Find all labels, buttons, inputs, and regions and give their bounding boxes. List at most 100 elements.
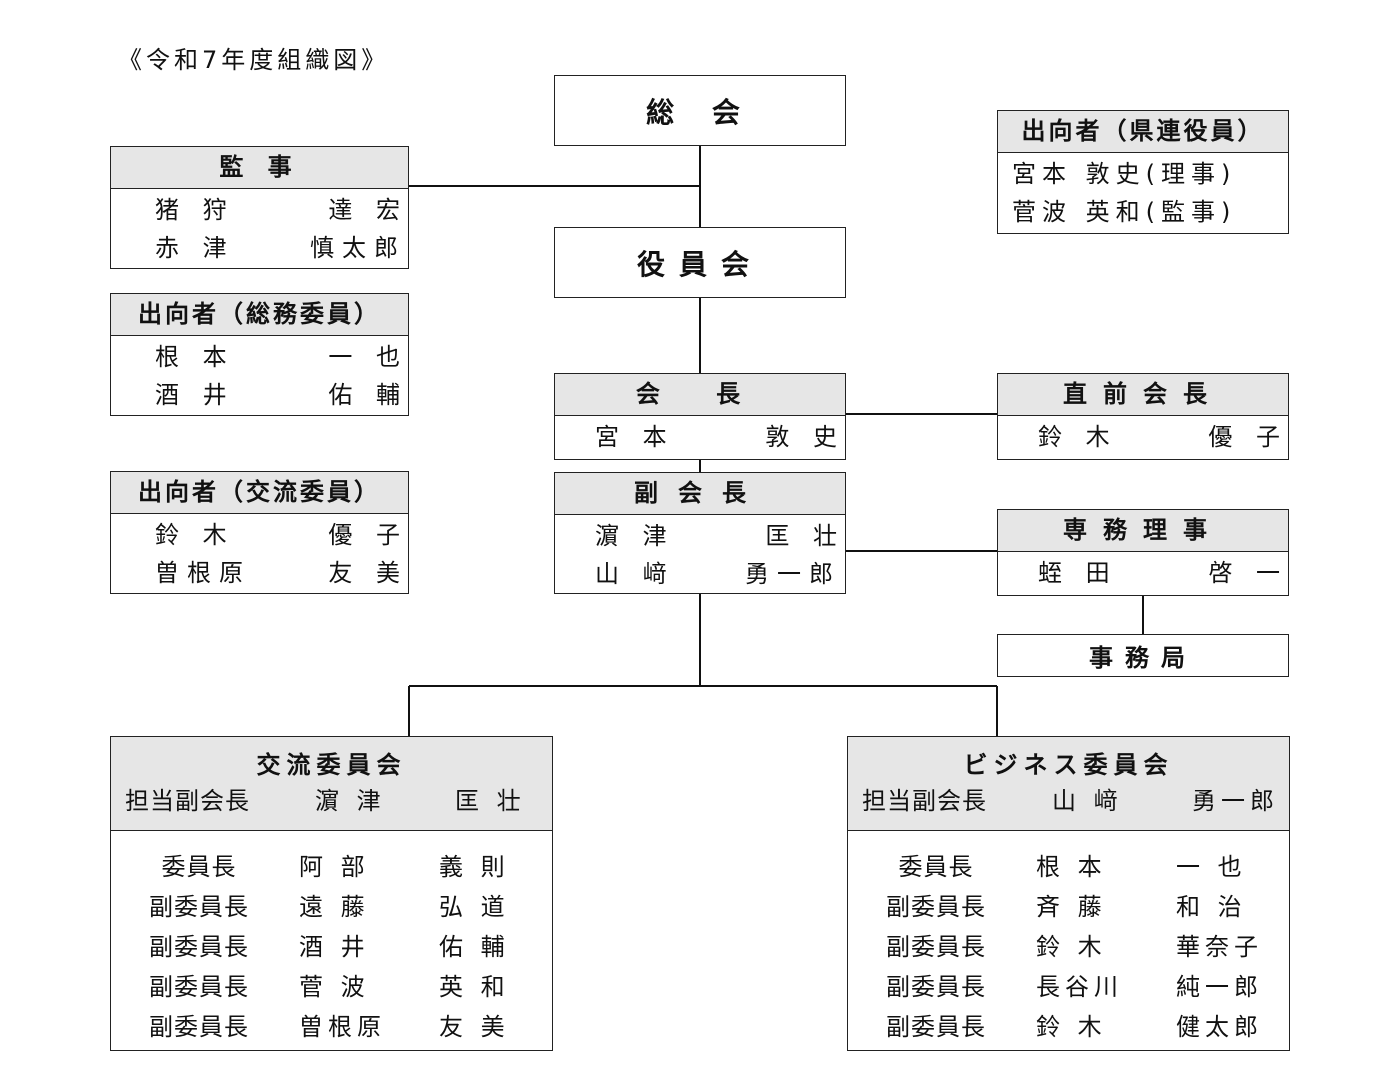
zenkaichou-title: 直前会長 [998,374,1288,416]
shukkou-kouryuu-row: 鈴 木 優 子 [111,516,408,554]
member-surname: 根 本 [1036,853,1107,881]
member-given: 弘 道 [439,893,510,921]
member-given: 匡 壮 [455,787,526,815]
member-given: 和 治 [1176,893,1247,921]
member-surname: 赤 津 [155,234,235,262]
business-iinkai-title: ビジネス委員会 [963,751,1174,779]
kansa-title: 監 事 [111,147,408,189]
table-row: 副委員長 遠 藤 弘 道 [111,887,552,927]
member-given: 義 則 [439,853,510,881]
kansa-box: 監 事 猪 狩 達 宏 赤 津 慎太郎 [110,146,409,269]
table-row: 副委員長 鈴 木 華奈子 [848,927,1289,967]
member-surname: 遠 藤 [299,893,370,921]
member-given: 佑 輔 [328,381,408,409]
member-surname: 猪 狩 [155,196,235,224]
member-given: 佑 輔 [439,933,510,961]
shukkou-ken-box: 出向者（県連役員） 宮本 敦史(理事) 菅波 英和(監事) [997,110,1289,234]
member-given: 健太郎 [1176,1013,1263,1041]
member-surname: 曽根原 [155,559,251,587]
yakuinkai-box: 役員会 [554,227,846,298]
shukkou-kouryuu-title: 出向者（交流委員） [111,472,408,514]
role-label: 副委員長 [149,933,249,961]
table-row: 委員長 阿 部 義 則 [111,847,552,887]
fukukaichou-row: 濵 津 匡 壮 [555,517,845,555]
member-surname: 阿 部 [299,853,370,881]
shukkou-ken-title: 出向者（県連役員） [998,111,1288,153]
role-label: 担当副会長 [125,787,250,815]
kouryuu-iinkai-head-row: 担当副会長 濵 津 匡 壮 [111,781,552,821]
role-label: 副委員長 [886,1013,986,1041]
role-label: 副委員長 [149,973,249,1001]
senmu-row: 蛭 田 啓 一 [998,554,1288,592]
member-surname: 菅 波 [299,973,370,1001]
soukai-box: 総 会 [554,75,846,146]
role-label: 副委員長 [886,893,986,921]
shukkou-kouryuu-box: 出向者（交流委員） 鈴 木 優 子 曽根原 友 美 [110,471,409,594]
member-given: 英 和 [439,973,510,1001]
role-label: 副委員長 [886,973,986,1001]
member-surname: 宮 本 [595,423,675,451]
fukukaichou-row: 山 﨑 勇一郎 [555,555,845,593]
member-surname: 酒 井 [299,933,370,961]
member-surname: 斉 藤 [1036,893,1107,921]
jimukyoku-box: 事務局 [997,634,1289,677]
member-given: 匡 壮 [765,522,845,550]
member-surname: 濵 津 [595,522,675,550]
member-surname: 曽根原 [299,1013,386,1041]
page-title: 《令和7年度組織図》 [118,46,390,74]
shukkou-ken-row: 菅波 英和(監事) [1012,198,1237,226]
kansa-row: 赤 津 慎太郎 [111,229,408,267]
kansa-row: 猪 狩 達 宏 [111,191,408,229]
table-row: 副委員長 曽根原 友 美 [111,1007,552,1047]
jimukyoku-label: 事務局 [1089,644,1197,672]
member-surname: 山 﨑 [595,560,675,588]
kaichou-title: 会 長 [555,374,845,416]
shukkou-soumu-row: 根 本 一 也 [111,338,408,376]
member-given: 啓 一 [1208,559,1288,587]
shukkou-kouryuu-row: 曽根原 友 美 [111,554,408,592]
senmu-title: 専務理事 [998,510,1288,552]
role-label: 副委員長 [149,1013,249,1041]
member-given: 慎太郎 [310,234,406,262]
member-surname: 蛭 田 [1038,559,1118,587]
member-surname: 鈴 木 [1036,933,1107,961]
table-row: 副委員長 鈴 木 健太郎 [848,1007,1289,1047]
zenkaichou-box: 直前会長 鈴 木 優 子 [997,373,1289,460]
member-given: 一 也 [328,343,408,371]
fukukaichou-box: 副会長 濵 津 匡 壮 山 﨑 勇一郎 [554,472,846,594]
fukukaichou-title: 副会長 [555,473,845,515]
table-row: 副委員長 菅 波 英 和 [111,967,552,1007]
yakuinkai-label: 役員会 [636,247,763,281]
role-label: 委員長 [898,853,974,881]
member-given: 優 子 [1208,423,1288,451]
member-surname: 濵 津 [315,787,386,815]
member-given: 優 子 [328,521,408,549]
shukkou-soumu-row: 酒 井 佑 輔 [111,376,408,414]
shukkou-soumu-title: 出向者（総務委員） [111,294,408,336]
member-given: 純一郎 [1176,973,1263,1001]
member-surname: 鈴 木 [1038,423,1118,451]
role-label: 担当副会長 [862,787,987,815]
member-surname: 鈴 木 [1036,1013,1107,1041]
member-surname: 根 本 [155,343,235,371]
member-given: 敦 史 [765,423,845,451]
member-given: 友 美 [328,559,408,587]
member-given: 友 美 [439,1013,510,1041]
table-row: 副委員長 斉 藤 和 治 [848,887,1289,927]
business-iinkai-box: ビジネス委員会 担当副会長 山 﨑 勇一郎 委員長 根 本 一 也 副委員長 斉… [847,736,1290,1051]
business-iinkai-head-row: 担当副会長 山 﨑 勇一郎 [848,781,1289,821]
member-given: 一 也 [1176,853,1247,881]
member-given: 勇一郎 [745,560,841,588]
shukkou-soumu-box: 出向者（総務委員） 根 本 一 也 酒 井 佑 輔 [110,293,409,416]
kouryuu-iinkai-title: 交流委員会 [256,751,407,779]
kaichou-row: 宮 本 敦 史 [555,418,845,456]
zenkaichou-row: 鈴 木 優 子 [998,418,1288,456]
table-row: 副委員長 酒 井 佑 輔 [111,927,552,967]
member-given: 達 宏 [328,196,408,224]
table-row: 副委員長 長谷川 純一郎 [848,967,1289,1007]
role-label: 副委員長 [149,893,249,921]
kouryuu-iinkai-box: 交流委員会 担当副会長 濵 津 匡 壮 委員長 阿 部 義 則 副委員長 遠 藤… [110,736,553,1051]
table-row: 委員長 根 本 一 也 [848,847,1289,887]
member-surname: 長谷川 [1036,973,1123,1001]
